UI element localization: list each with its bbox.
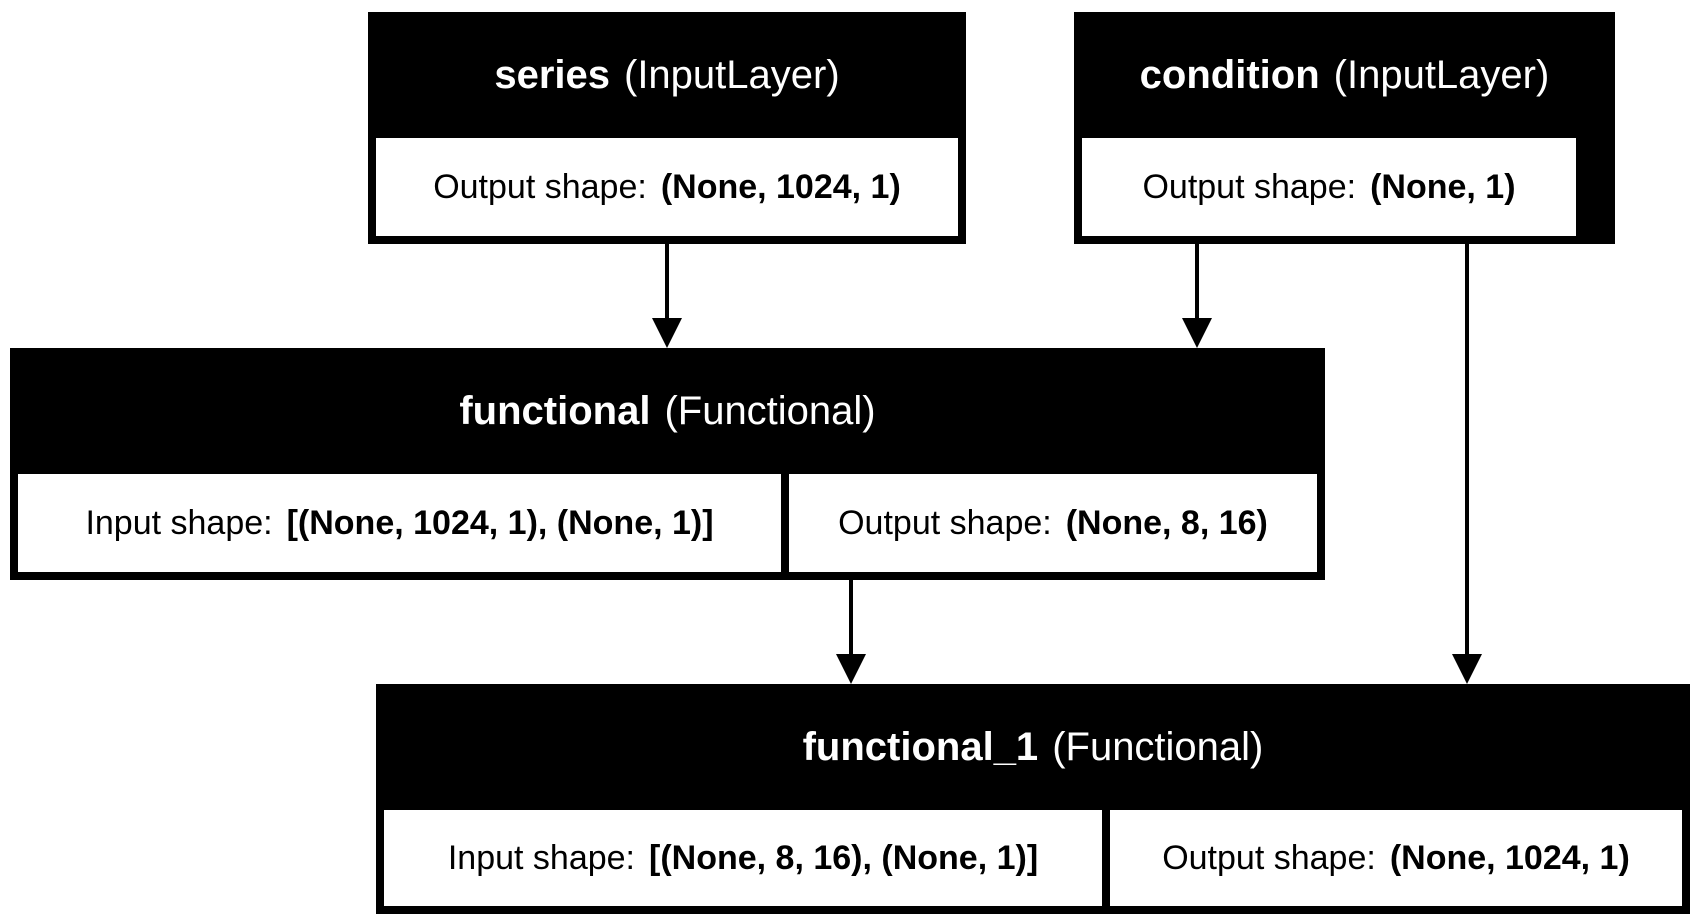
output-shape-label: Output shape:: [838, 503, 1052, 542]
node-series-header: series (InputLayer): [368, 12, 966, 138]
node-condition[interactable]: condition (InputLayer) Output shape: (No…: [1074, 12, 1615, 244]
node-functional-1-header: functional_1 (Functional): [376, 684, 1690, 810]
node-functional-output-cell: Output shape: (None, 8, 16): [781, 474, 1317, 572]
input-shape-label: Input shape:: [447, 838, 635, 877]
edge-condition-to-functional-1: [1452, 244, 1482, 684]
node-condition-name: condition: [1139, 52, 1320, 97]
node-condition-header: condition (InputLayer): [1074, 12, 1615, 138]
edge-condition-to-functional: [1182, 244, 1212, 348]
input-shape-value: [(None, 8, 16), (None, 1)]: [649, 838, 1039, 877]
node-series-output-cell: Output shape: (None, 1024, 1): [376, 138, 958, 236]
node-condition-output-cell: Output shape: (None, 1): [1082, 138, 1576, 236]
node-series-type: (InputLayer): [624, 52, 840, 97]
node-functional-1-type: (Functional): [1052, 724, 1264, 769]
node-functional-name: functional: [459, 388, 651, 433]
output-shape-value: (None, 8, 16): [1065, 503, 1268, 542]
input-shape-value: [(None, 1024, 1), (None, 1)]: [286, 503, 714, 542]
node-functional[interactable]: functional (Functional) Input shape: [(N…: [10, 348, 1325, 580]
node-functional-1-name: functional_1: [802, 724, 1039, 769]
output-shape-label: Output shape:: [1162, 838, 1376, 877]
edge-functional-to-functional-1: [836, 580, 866, 684]
node-functional-input-cell: Input shape: [(None, 1024, 1), (None, 1)…: [18, 474, 781, 572]
edge-series-to-functional: [652, 244, 682, 348]
node-functional-header: functional (Functional): [10, 348, 1325, 474]
node-functional-1-output-cell: Output shape: (None, 1024, 1): [1102, 810, 1682, 906]
node-functional-1[interactable]: functional_1 (Functional) Input shape: […: [376, 684, 1690, 914]
node-series[interactable]: series (InputLayer) Output shape: (None,…: [368, 12, 966, 244]
output-shape-label: Output shape:: [1142, 167, 1357, 206]
node-condition-type: (InputLayer): [1333, 52, 1550, 97]
node-functional-1-input-cell: Input shape: [(None, 8, 16), (None, 1)]: [384, 810, 1102, 906]
output-shape-value: (None, 1024, 1): [660, 167, 901, 206]
input-shape-label: Input shape:: [85, 503, 273, 542]
node-functional-type: (Functional): [664, 388, 876, 433]
output-shape-value: (None, 1024, 1): [1389, 838, 1630, 877]
node-series-name: series: [494, 52, 610, 97]
output-shape-label: Output shape:: [433, 167, 647, 206]
output-shape-value: (None, 1): [1370, 167, 1516, 206]
